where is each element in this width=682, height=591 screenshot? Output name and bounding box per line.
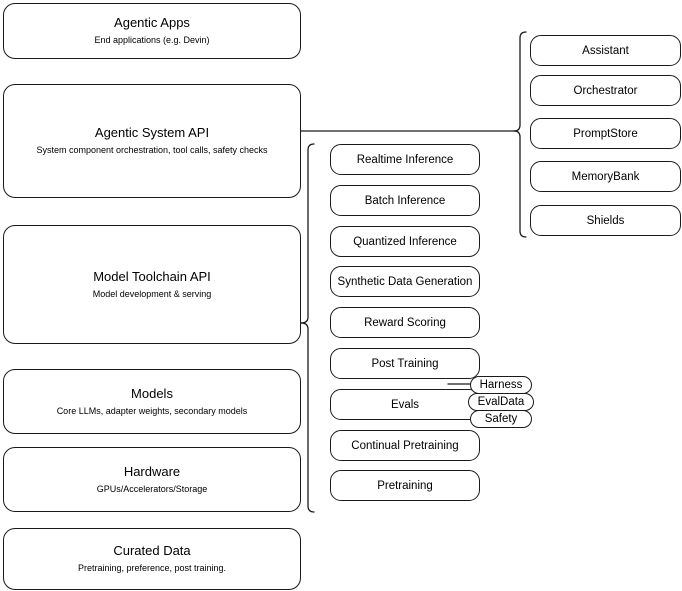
brace-right-upper	[513, 31, 527, 132]
layer-title: Curated Data	[113, 543, 191, 558]
chip-label: Reward Scoring	[364, 316, 446, 329]
chip-label: Post Training	[371, 357, 439, 370]
system-item-memorybank[interactable]: MemoryBank	[530, 161, 681, 192]
layer-agentic-apps[interactable]: Agentic Apps End applications (e.g. Devi…	[3, 3, 301, 59]
toolchain-item-continual-pretraining[interactable]: Continual Pretraining	[330, 430, 480, 461]
chip-label: Quantized Inference	[353, 235, 457, 248]
system-item-assistant[interactable]: Assistant	[530, 35, 681, 66]
pill-label: EvalData	[477, 395, 525, 408]
brace-mid-lower	[300, 322, 315, 513]
layer-subtitle: Core LLMs, adapter weights, secondary mo…	[56, 405, 248, 416]
evals-sub-harness[interactable]: Harness	[470, 376, 532, 394]
toolchain-item-batch-inference[interactable]: Batch Inference	[330, 185, 480, 216]
chip-label: MemoryBank	[571, 170, 640, 183]
toolchain-item-quantized-inference[interactable]: Quantized Inference	[330, 226, 480, 257]
system-item-shields[interactable]: Shields	[530, 205, 681, 236]
layer-model-toolchain-api[interactable]: Model Toolchain API Model development & …	[3, 225, 301, 344]
chip-label: Realtime Inference	[356, 153, 454, 166]
chip-label: Assistant	[582, 44, 629, 57]
toolchain-item-synthetic-data-generation[interactable]: Synthetic Data Generation	[330, 266, 480, 297]
system-item-promptstore[interactable]: PromptStore	[530, 118, 681, 149]
toolchain-item-pretraining[interactable]: Pretraining	[330, 470, 480, 501]
pill-label: Safety	[484, 412, 518, 425]
brace-mid-upper	[300, 143, 315, 324]
chip-label: Orchestrator	[573, 84, 638, 97]
layer-subtitle: GPUs/Accelerators/Storage	[96, 483, 208, 494]
layer-subtitle: System component orchestration, tool cal…	[36, 145, 268, 155]
layer-agentic-system-api[interactable]: Agentic System API System component orch…	[3, 84, 301, 198]
layer-hardware[interactable]: Hardware GPUs/Accelerators/Storage	[3, 447, 301, 512]
chip-label: Pretraining	[377, 479, 433, 492]
toolchain-item-evals[interactable]: Evals	[330, 389, 480, 420]
layer-title: Models	[131, 385, 173, 401]
system-item-orchestrator[interactable]: Orchestrator	[530, 75, 681, 106]
layer-models[interactable]: Models Core LLMs, adapter weights, secon…	[3, 369, 301, 434]
layer-title: Agentic Apps	[114, 15, 190, 30]
layer-subtitle: Model development & serving	[92, 288, 212, 299]
brace-right-lower	[513, 130, 527, 238]
pill-label: Harness	[479, 378, 523, 391]
layer-title: Hardware	[123, 463, 181, 479]
chip-label: Synthetic Data Generation	[337, 275, 473, 288]
chip-label: PromptStore	[573, 127, 638, 140]
layer-title: Model Toolchain API	[93, 268, 211, 284]
layer-curated-data[interactable]: Curated Data Pretraining, preference, po…	[3, 528, 301, 590]
toolchain-item-reward-scoring[interactable]: Reward Scoring	[330, 307, 480, 338]
chip-label: Evals	[390, 398, 420, 411]
chip-label: Batch Inference	[364, 194, 446, 207]
evals-sub-safety[interactable]: Safety	[470, 410, 532, 428]
chip-label: Shields	[586, 214, 625, 227]
chip-label: Continual Pretraining	[351, 439, 459, 452]
layer-subtitle: End applications (e.g. Devin)	[94, 35, 210, 45]
toolchain-item-post-training[interactable]: Post Training	[330, 348, 480, 379]
layer-subtitle: Pretraining, preference, post training.	[77, 563, 227, 573]
layer-title: Agentic System API	[94, 125, 210, 140]
evals-sub-evaldata[interactable]: EvalData	[468, 393, 534, 411]
toolchain-item-realtime-inference[interactable]: Realtime Inference	[330, 144, 480, 175]
